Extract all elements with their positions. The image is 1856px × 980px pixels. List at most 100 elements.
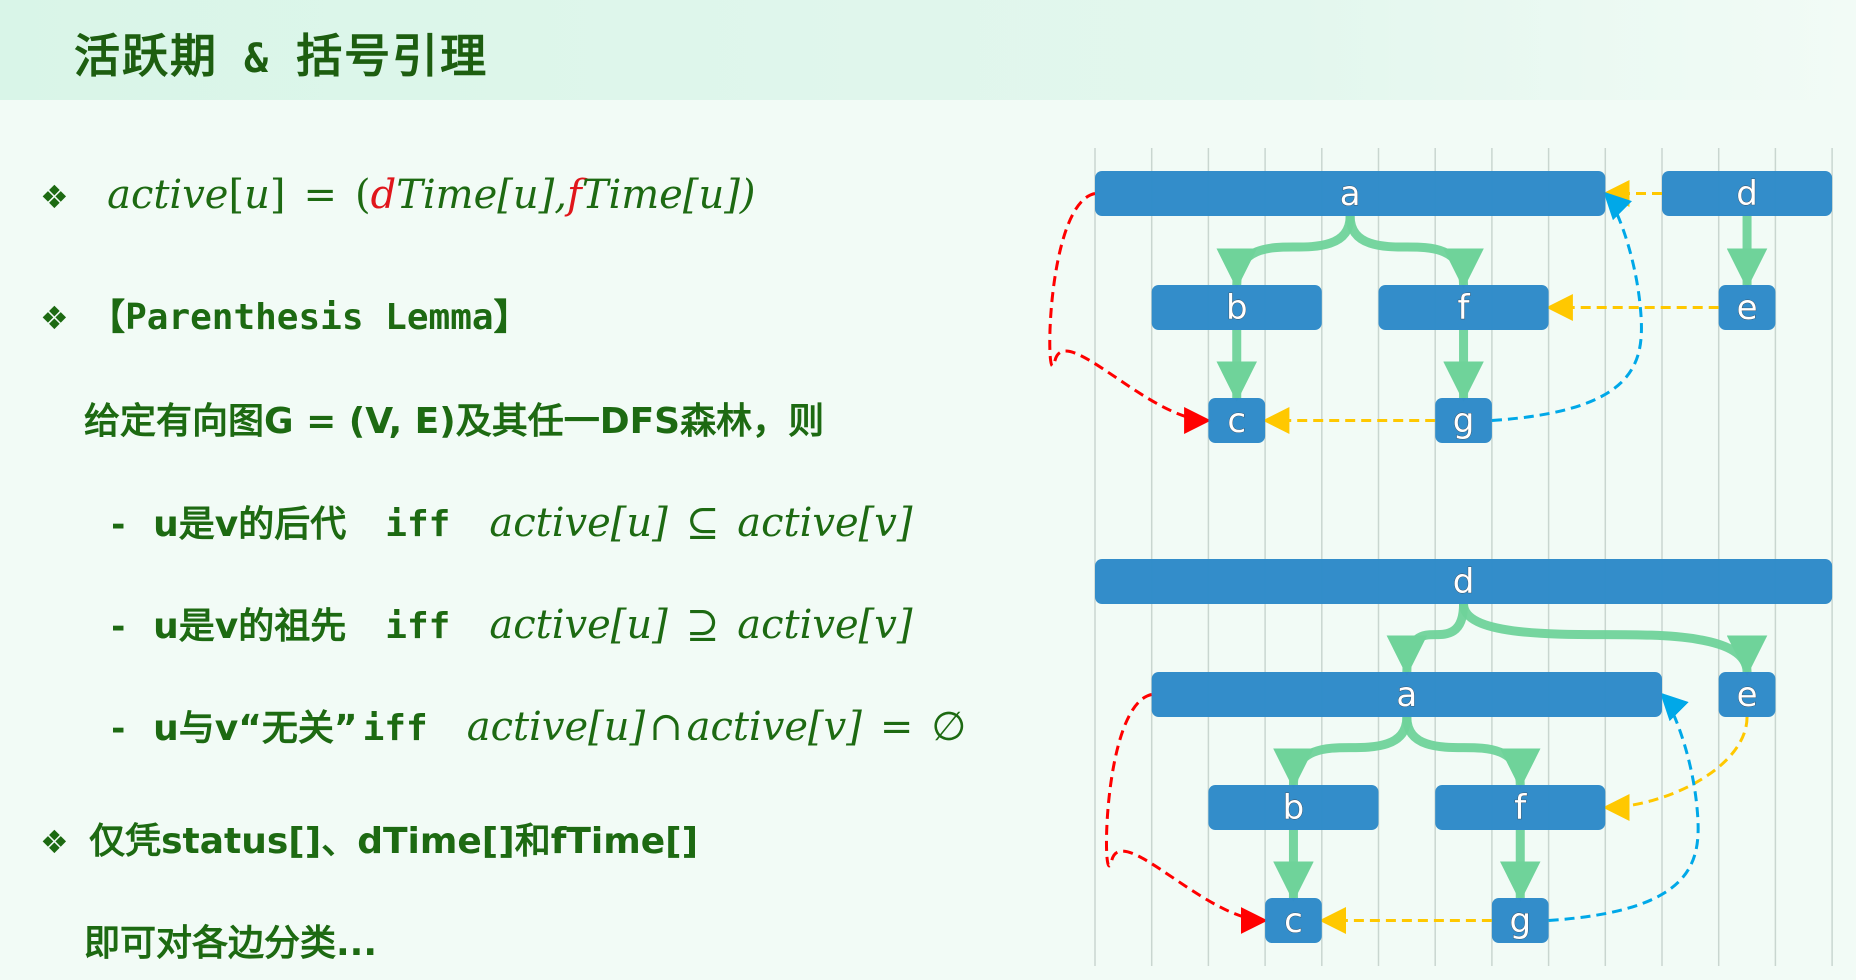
node-d: d [1662,171,1833,216]
node-interval-bar [1208,785,1379,830]
formula-active: active [107,172,229,218]
rule-lhs: active[u] [489,500,668,546]
rule-label: u是v的祖先 [153,606,347,647]
node-label: f [1458,288,1471,328]
node-interval-bar [1208,398,1266,443]
back-edge-g-a [1491,191,1643,422]
slide-title: 活跃期&括号引理 [74,20,488,86]
title-ampersand: & [244,36,271,82]
lemma-statement: 给定有向图G = (V, E)及其任一DFS森林，则 [84,392,824,444]
slide-header: 活跃期&括号引理 [0,0,1856,100]
rule-rhs: active[v] [686,704,862,750]
formula-time1: Time [396,172,498,218]
dash: - [108,607,129,647]
rule-lhs: active[u] [489,602,668,648]
node-interval-bar [1151,672,1662,717]
dash: - [108,709,129,749]
node-interval-bar [1265,898,1322,943]
lemma-heading: ❖ 【Parenthesis Lemma】 [40,288,530,340]
conclusion-text: 即可对各边分类... [84,923,378,964]
node-a: a [1151,672,1662,717]
node-interval-bar [1718,672,1776,717]
node-label: a [1396,675,1417,715]
formula-f: f [566,172,582,218]
cap-operator: ∩ [649,704,683,750]
node-f: f [1378,285,1549,330]
active-formula: active[u]=(dTime[u],fTime[u]) [107,172,755,218]
node-label: c [1284,901,1303,941]
rule-rhs: active[v] [737,602,913,648]
active-definition: ❖ active[u]=(dTime[u],fTime[u]) [40,172,755,218]
node-interval-bar [1435,398,1492,443]
node-label: a [1340,174,1361,214]
node-interval-bar [1662,171,1833,216]
node-interval-bar [1095,171,1606,216]
formula-u2: [u], [497,172,567,218]
tree-edge-a-b [1273,716,1412,790]
node-interval-bar [1095,559,1833,604]
node-b: b [1151,285,1322,330]
node-label: e [1737,288,1758,328]
node-label: g [1453,401,1475,441]
lemma-statement-text: 给定有向图G = (V, E)及其任一DFS森林，则 [84,401,825,442]
node-label: c [1227,401,1246,441]
formula-open-paren: ( [354,172,371,218]
classification-conclusion: 即可对各边分类... [84,914,377,966]
iff-keyword: iff [385,606,451,647]
node-interval-bar [1718,285,1776,330]
dash: - [108,505,129,545]
formula-u3: [u]) [682,172,756,218]
title-right: 括号引理 [296,29,489,83]
title-left: 活跃期 [74,29,218,83]
cross-edge-e-f [1602,716,1749,821]
node-g: g [1435,398,1492,443]
formula-d: d [370,172,397,218]
node-b: b [1208,785,1379,830]
iff-keyword: iff [362,708,428,749]
node-c: c [1265,898,1322,943]
formula-time2: Time [581,172,683,218]
tree-edge-a-b [1216,215,1355,290]
node-label: f [1514,788,1527,828]
rule-label: u与v“无关” [153,708,358,749]
formula-lbracket: [ [228,172,245,218]
lemma-title: 【Parenthesis Lemma】 [89,297,530,338]
formula-equals: = [303,172,337,218]
empty-set-symbol: ∅ [931,704,967,750]
node-a: a [1095,171,1606,216]
back-edge-g-a [1548,692,1700,922]
formula-rbracket: ] [269,172,286,218]
node-f: f [1435,785,1606,830]
iff-keyword: iff [385,504,451,545]
classification-text: 仅凭status[]、dTime[]和fTime[] [89,821,699,862]
node-interval-bar [1378,285,1549,330]
tree-edge-a-f [1402,716,1541,790]
diamond-cluster-icon: ❖ [40,823,69,861]
supseteq-operator: ⊇ [685,602,720,648]
node-e: e [1718,672,1776,717]
node-g: g [1491,898,1549,943]
diamond-cluster-icon: ❖ [40,178,69,216]
node-interval-bar [1435,785,1606,830]
node-label: d [1453,562,1475,602]
node-label: b [1283,788,1305,828]
forward-edge-a-c [1048,192,1212,434]
rule-lhs: active[u] [466,704,646,750]
tree-edge-d-a [1386,603,1469,677]
node-label: e [1737,675,1758,715]
tree-edge-a-f [1345,215,1484,290]
node-e: e [1718,285,1776,330]
unrelated-rule: - u与v“无关” iff active[u]∩active[v]=∅ [108,699,966,751]
descendant-rule: - u是v的后代 iff active[u] ⊆ active[v] [108,495,913,547]
ancestor-rule: - u是v的祖先 iff active[u] ⊇ active[v] [108,597,913,649]
node-interval-bar [1491,898,1549,943]
node-label: d [1736,174,1758,214]
node-label: g [1509,901,1531,941]
formula-u: u [244,172,270,218]
classification-note: ❖ 仅凭status[]、dTime[]和fTime[] [40,812,698,864]
rule-label: u是v的后代 [153,504,347,545]
tree-edge-d-e [1459,603,1768,677]
subseteq-operator: ⊆ [685,500,720,546]
rule-rhs: active[v] [737,500,913,546]
